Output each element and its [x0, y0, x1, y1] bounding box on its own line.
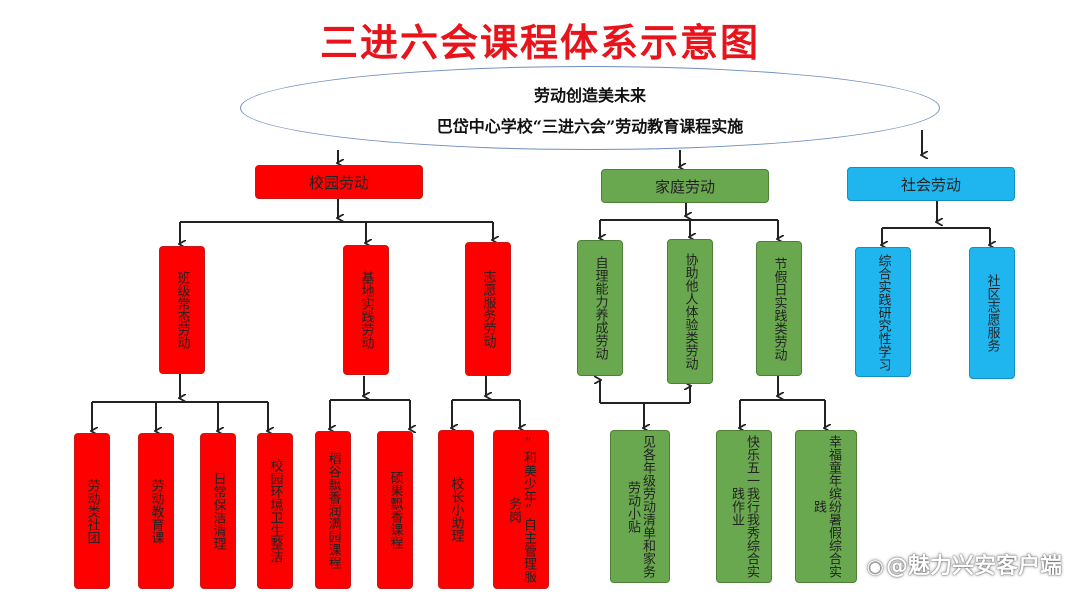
- leaf-grade-labor-list: 见各年级劳动清单和家务劳动小贴: [610, 430, 670, 583]
- leaf-campus-hygiene: 校园环境卫生整洁: [257, 433, 293, 589]
- branch-campus-labor: 校园劳动: [255, 165, 423, 199]
- leaf-summer-practice: 幸福童年缤纷暑假综合实践: [795, 430, 857, 583]
- leaf-principal-assistant: 校长小助理: [438, 430, 474, 589]
- leaf-labor-club: 劳动类社团: [74, 433, 110, 589]
- sub-class-routine-labor: 班级常态劳动: [159, 246, 205, 374]
- sub-community-volunteer: 社区志愿服务: [969, 247, 1015, 379]
- leaf-daily-cleaning: 日常保洁清理: [200, 433, 236, 589]
- watermark-text: @魅力兴安客户端: [885, 554, 1062, 579]
- root-ellipse: [240, 66, 940, 150]
- sub-volunteer-labor: 志愿服务劳动: [465, 242, 511, 376]
- diagram-title: 三进六会课程体系示意图: [319, 21, 760, 65]
- weibo-icon: ◉: [866, 554, 884, 578]
- leaf-fruit-fragrance-course: 硕果飘香课程: [377, 431, 413, 589]
- branch-society-labor: 社会劳动: [847, 167, 1015, 201]
- sub-holiday-practice-labor: 节假日实践类劳动: [756, 241, 802, 376]
- sub-research-study: 综合实践研究性学习: [855, 247, 911, 377]
- root-subtitle: 巴岱中心学校“三进六会”劳动教育课程实施: [436, 117, 744, 136]
- leaf-may-day-homework: 快乐五一我行我秀综合实践作业: [716, 430, 772, 583]
- branch-family-labor: 家庭劳动: [601, 169, 769, 203]
- watermark: ◉@魅力兴安客户端: [867, 548, 1062, 580]
- sub-base-practice-labor: 基地实践劳动: [343, 245, 389, 375]
- leaf-rice-fragrance-course: 稻谷飘香润满园课程: [315, 431, 351, 589]
- sub-helping-others-labor: 协助他人体验类劳动: [667, 239, 713, 384]
- sub-self-care-labor: 自理能力养成劳动: [577, 240, 623, 376]
- root-motto: 劳动创造美未来: [533, 86, 646, 105]
- leaf-labor-education-class: 劳动教育课: [138, 433, 174, 589]
- leaf-self-management-post: “和美少年”自主管理服务岗: [493, 430, 549, 589]
